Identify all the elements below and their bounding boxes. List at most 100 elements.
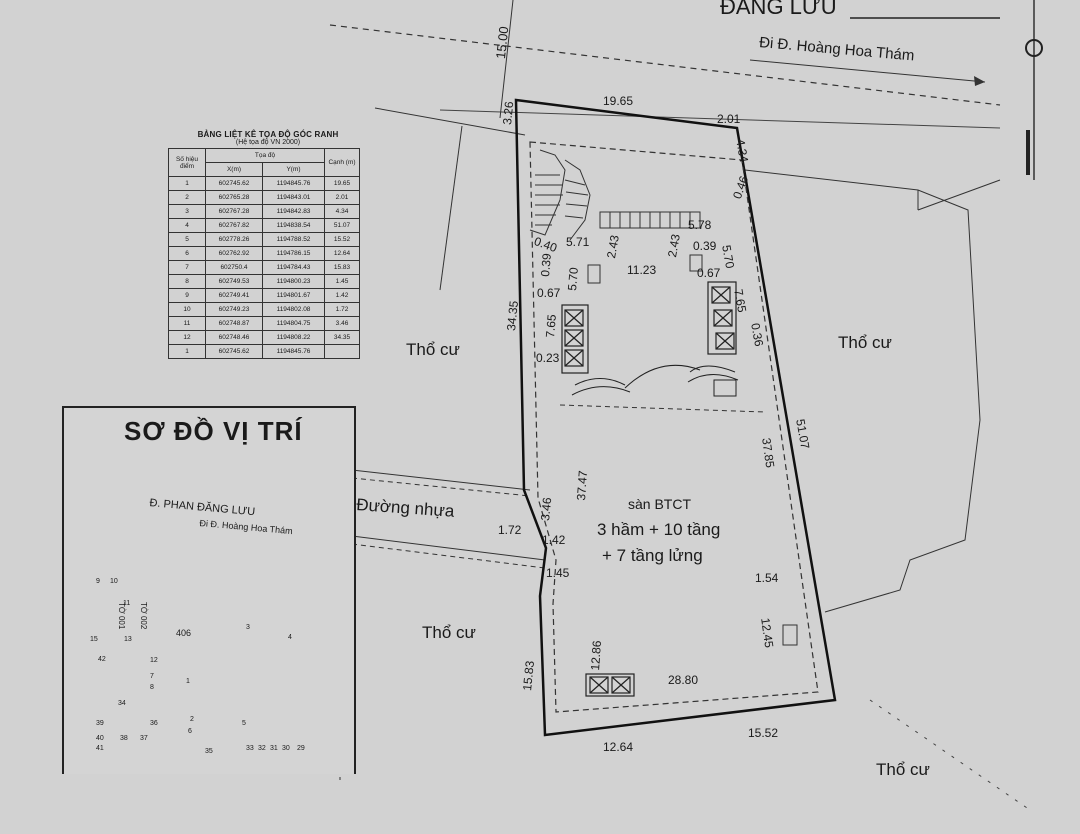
- neighbor-bottom-line: [869, 699, 1031, 811]
- inset-parcel-number: 31: [270, 745, 278, 752]
- direction-arrow-line: [749, 59, 986, 83]
- header-edge: Cạnh (m): [324, 148, 360, 177]
- inset-parcel-number: 30: [282, 745, 290, 752]
- land-use-bottom-right: Thổ cư: [876, 760, 930, 779]
- dim-039a: 0.39: [538, 252, 554, 278]
- dim-1552: 15.52: [748, 726, 779, 740]
- inset-parcel-number: 39: [96, 720, 104, 727]
- dim-067b: 0.67: [697, 266, 721, 280]
- dim-corner-left: 3.26: [500, 100, 517, 126]
- neighbor-parcel-left: [439, 125, 463, 291]
- small-stair-bottom: [782, 624, 798, 646]
- dim-154: 1.54: [755, 571, 779, 585]
- table-cell-pt: 11: [168, 316, 206, 331]
- street-centerline: [329, 24, 1001, 106]
- street-name-top: ĐĂNG LƯU: [720, 0, 837, 19]
- small-stair-right: [689, 254, 703, 272]
- table-cell-pt: 3: [168, 204, 206, 219]
- table-cell-pt: 9: [168, 288, 206, 303]
- neighbor-parcel-line: [917, 179, 1001, 211]
- dim-1123: 11.23: [627, 263, 657, 277]
- table-cell-y: 1194784.43: [262, 260, 325, 275]
- table-cell-edge: 1.45: [324, 274, 360, 289]
- street-width-dim: [499, 0, 514, 119]
- inset-parcel-number: 37: [140, 735, 148, 742]
- inset-parcel-number: 12: [150, 657, 158, 664]
- dim-571: 5.71: [566, 235, 590, 249]
- inset-parcel-number: 2: [190, 716, 194, 723]
- table-cell-edge: 15.52: [324, 232, 360, 247]
- inset-title: SƠ ĐỒ VỊ TRÍ: [124, 416, 303, 446]
- table-cell-y: 1194842.83: [262, 204, 325, 219]
- table-cell-y: 1194845.76: [262, 176, 325, 191]
- inset-parcel-number: 32: [258, 745, 266, 752]
- table-cell-x: 602745.62: [205, 344, 263, 359]
- road-edge-bottom: [351, 535, 546, 561]
- dim-039b: 0.39: [693, 239, 717, 253]
- table-cell-x: 602767.82: [205, 218, 263, 233]
- table-cell-pt: 10: [168, 302, 206, 317]
- inset-parcel-main: 406: [176, 628, 192, 638]
- table-cell-y: 1194838.54: [262, 218, 325, 233]
- road-edge-bottom-dashed: [351, 543, 546, 569]
- dim-top-edge: 19.65: [603, 94, 634, 108]
- inset-parcel-number: 9: [96, 578, 100, 585]
- dim-023: 0.23: [536, 351, 560, 365]
- inset-parcel-number: 42: [98, 656, 106, 663]
- table-cell-x: 602750.4: [205, 260, 263, 275]
- dim-346: 3.46: [538, 496, 555, 522]
- table-cell-edge: 3.46: [324, 316, 360, 331]
- table-cell-x: 602748.46: [205, 330, 263, 345]
- dim-top-right: 2.01: [717, 112, 741, 126]
- land-use-right: Thổ cư: [838, 333, 892, 352]
- header-coords: Tọa độ: [205, 148, 325, 163]
- table-cell-y: 1194808.22: [262, 330, 325, 345]
- table-cell-pt: 7: [168, 260, 206, 275]
- table-cell-pt: 4: [168, 218, 206, 233]
- header-x: X(m): [205, 162, 263, 177]
- inset-parcel-number: 41: [96, 745, 104, 752]
- table-cell-x: 602745.62: [205, 176, 263, 191]
- table-cell-y: 1194804.75: [262, 316, 325, 331]
- dim-765a: 7.65: [543, 313, 559, 339]
- table-cell-y: 1194802.08: [262, 302, 325, 317]
- land-use-bottom-left: Thổ cư: [422, 623, 476, 642]
- table-cell-edge: 12.64: [324, 246, 360, 261]
- table-cell-y: 1194843.01: [262, 190, 325, 205]
- table-cell-edge: 2.01: [324, 190, 360, 205]
- elevator-core-right: [707, 281, 737, 355]
- direction-arrow-head: [974, 76, 985, 86]
- dim-172: 1.72: [498, 523, 522, 537]
- land-use-left: Thổ cư: [406, 340, 460, 359]
- floor-label: sàn BTCT: [628, 496, 692, 512]
- table-cell-x: 602749.23: [205, 302, 263, 317]
- dim-inner-left: 37.47: [574, 470, 591, 501]
- inset-parcel-number: 15: [90, 636, 98, 643]
- ramp-hatching: [529, 149, 591, 241]
- table-cell-edge: 19.65: [324, 176, 360, 191]
- table-cell-pt: 5: [168, 232, 206, 247]
- inset-parcel-number: 40: [96, 735, 104, 742]
- curved-ramp: [571, 364, 739, 397]
- floors-line1: 3 hầm + 10 tầng: [597, 520, 721, 539]
- table-cell-edge: 1.42: [324, 288, 360, 303]
- dim-142: 1.42: [542, 533, 566, 547]
- elevator-core-bottom: [585, 673, 635, 697]
- table-cell-edge: 4.34: [324, 204, 360, 219]
- parcel-boundary: [514, 98, 837, 737]
- inset-parcel-number: 7: [150, 673, 154, 680]
- dim-578: 5.78: [688, 218, 712, 232]
- location-inset-map: SƠ ĐỒ VỊ TRÍ: [62, 406, 356, 774]
- dim-570a: 5.70: [565, 266, 581, 292]
